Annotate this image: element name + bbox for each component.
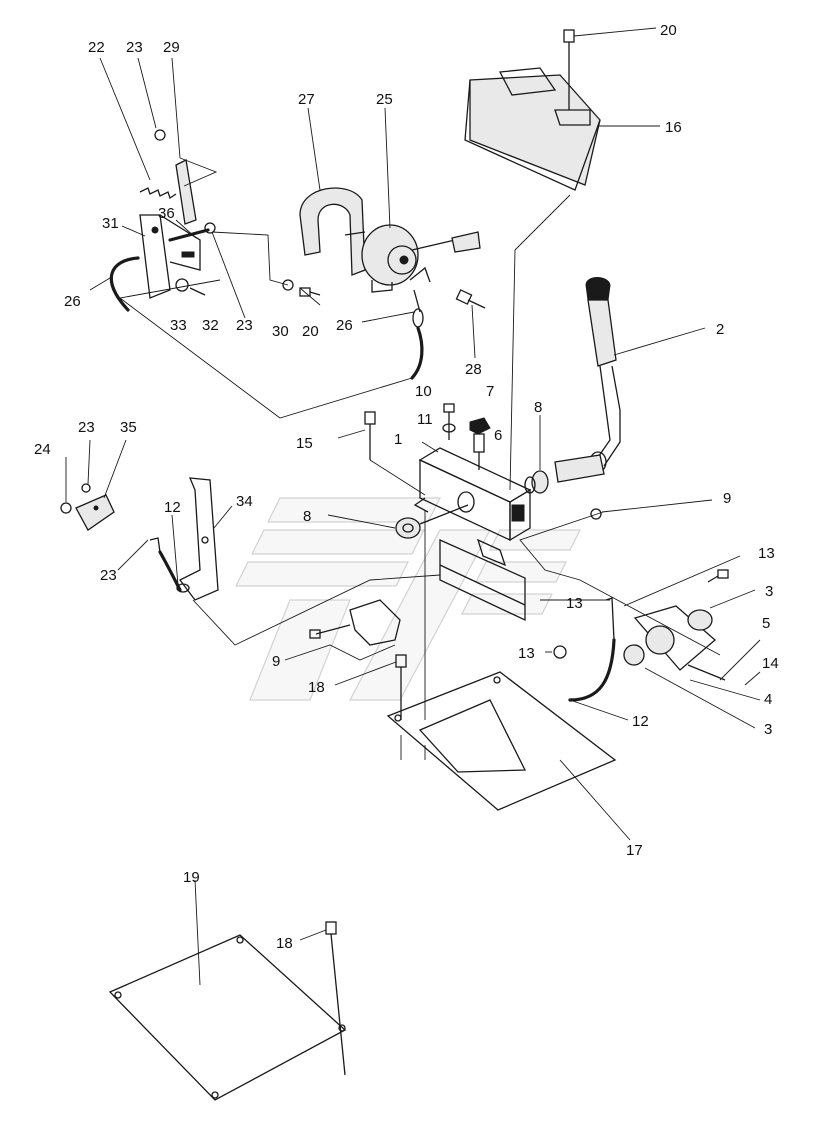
callout-33: 33 bbox=[170, 317, 187, 334]
shift-lever-2 bbox=[524, 277, 621, 494]
plate-35 bbox=[60, 483, 115, 531]
bushing-8 bbox=[395, 504, 469, 539]
callout-17: 17 bbox=[626, 842, 643, 859]
cable-end-26 bbox=[410, 289, 424, 380]
callout-2: 2 bbox=[716, 321, 724, 338]
bracket-34 bbox=[149, 477, 219, 601]
callout-31: 31 bbox=[102, 215, 119, 232]
callout-12: 12 bbox=[164, 499, 181, 516]
leader-lines bbox=[65, 27, 761, 986]
callout-36: 36 bbox=[158, 205, 175, 222]
callout-25: 25 bbox=[376, 91, 393, 108]
throttle-control-25 bbox=[344, 224, 481, 293]
callout-30: 30 bbox=[272, 323, 289, 340]
bolt-18-lower bbox=[325, 921, 346, 1076]
callout-18: 18 bbox=[308, 679, 325, 696]
callout-11: 11 bbox=[417, 411, 433, 428]
callout-23: 23 bbox=[236, 317, 253, 334]
callout-4: 4 bbox=[764, 691, 772, 708]
nut-9 bbox=[590, 508, 602, 520]
floor-plate-17 bbox=[386, 671, 617, 811]
callout-28: 28 bbox=[465, 361, 482, 378]
callout-34: 34 bbox=[236, 493, 253, 510]
main-bracket-1 bbox=[413, 447, 532, 622]
callout-1: 1 bbox=[394, 431, 402, 448]
callout-18: 18 bbox=[276, 935, 293, 952]
strap-27 bbox=[299, 187, 366, 276]
callout-3: 3 bbox=[764, 721, 772, 738]
callout-13: 13 bbox=[758, 545, 775, 562]
clamp-9 bbox=[309, 599, 401, 646]
cover-plate-19 bbox=[108, 934, 347, 1101]
callout-16: 16 bbox=[665, 119, 682, 136]
fasteners-30-20 bbox=[282, 279, 321, 297]
callout-23: 23 bbox=[78, 419, 95, 436]
callout-26: 26 bbox=[336, 317, 353, 334]
callout-12: 12 bbox=[632, 713, 649, 730]
callout-7: 7 bbox=[486, 383, 494, 400]
callout-14: 14 bbox=[762, 655, 779, 672]
callout-23: 23 bbox=[126, 39, 143, 56]
callout-19: 19 bbox=[183, 869, 200, 886]
callout-20: 20 bbox=[302, 323, 319, 340]
callout-6: 6 bbox=[494, 427, 502, 444]
callout-labels: 22 23 29 27 25 20 16 31 36 26 33 32 23 3… bbox=[34, 22, 779, 952]
pivot-assembly-3 bbox=[553, 569, 729, 702]
callout-13: 13 bbox=[518, 645, 535, 662]
spring-22 bbox=[139, 129, 216, 234]
callout-15: 15 bbox=[296, 435, 313, 452]
callout-3: 3 bbox=[765, 583, 773, 600]
callout-32: 32 bbox=[202, 317, 219, 334]
callout-20: 20 bbox=[660, 22, 677, 39]
callout-26: 26 bbox=[64, 293, 81, 310]
callout-35: 35 bbox=[120, 419, 137, 436]
callout-22: 22 bbox=[88, 39, 105, 56]
callout-27: 27 bbox=[298, 91, 315, 108]
fasteners-top bbox=[364, 403, 491, 496]
callout-8: 8 bbox=[303, 508, 311, 525]
callout-5: 5 bbox=[762, 615, 770, 632]
cover-box-16 bbox=[464, 67, 601, 191]
bolt-28 bbox=[455, 289, 486, 309]
callout-9: 9 bbox=[272, 653, 280, 670]
callout-8: 8 bbox=[534, 399, 542, 416]
callout-9: 9 bbox=[723, 490, 731, 507]
callout-10: 10 bbox=[415, 383, 432, 400]
callout-24: 24 bbox=[34, 441, 51, 458]
callout-13: 13 bbox=[566, 595, 583, 612]
callout-29: 29 bbox=[163, 39, 180, 56]
bracket-31 bbox=[109, 214, 210, 312]
callout-23: 23 bbox=[100, 567, 117, 584]
